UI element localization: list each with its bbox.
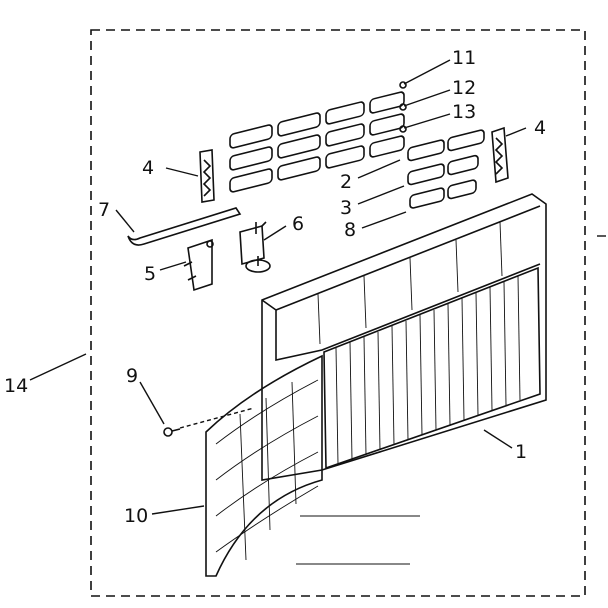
rod bbox=[127, 207, 242, 246]
assembly-boundary bbox=[90, 29, 586, 597]
callout-5: 5 bbox=[144, 263, 156, 285]
side-bracket-right bbox=[491, 126, 509, 184]
leader-lines bbox=[29, 59, 527, 515]
control-knob bbox=[239, 221, 271, 273]
bracket bbox=[183, 238, 213, 292]
callout-4-right: 4 bbox=[534, 117, 546, 139]
callout-10: 10 bbox=[124, 505, 148, 527]
callout-8: 8 bbox=[344, 219, 356, 241]
callout-4-left: 4 bbox=[142, 157, 154, 179]
screw bbox=[163, 427, 181, 437]
callout-13: 13 bbox=[452, 101, 476, 123]
front-panel bbox=[261, 193, 547, 565]
callout-9: 9 bbox=[126, 365, 138, 387]
callout-2: 2 bbox=[340, 171, 352, 193]
callout-12: 12 bbox=[452, 77, 476, 99]
filter-door bbox=[205, 354, 323, 577]
callout-1: 1 bbox=[515, 441, 527, 463]
callout-7: 7 bbox=[98, 199, 110, 221]
callout-14: 14 bbox=[4, 375, 28, 397]
side-bracket-left bbox=[199, 149, 215, 203]
grille-strips-lower bbox=[407, 129, 485, 209]
grille-strips-upper bbox=[229, 81, 407, 193]
callout-11: 11 bbox=[452, 47, 476, 69]
callout-6: 6 bbox=[292, 213, 304, 235]
callout-3: 3 bbox=[340, 197, 352, 219]
